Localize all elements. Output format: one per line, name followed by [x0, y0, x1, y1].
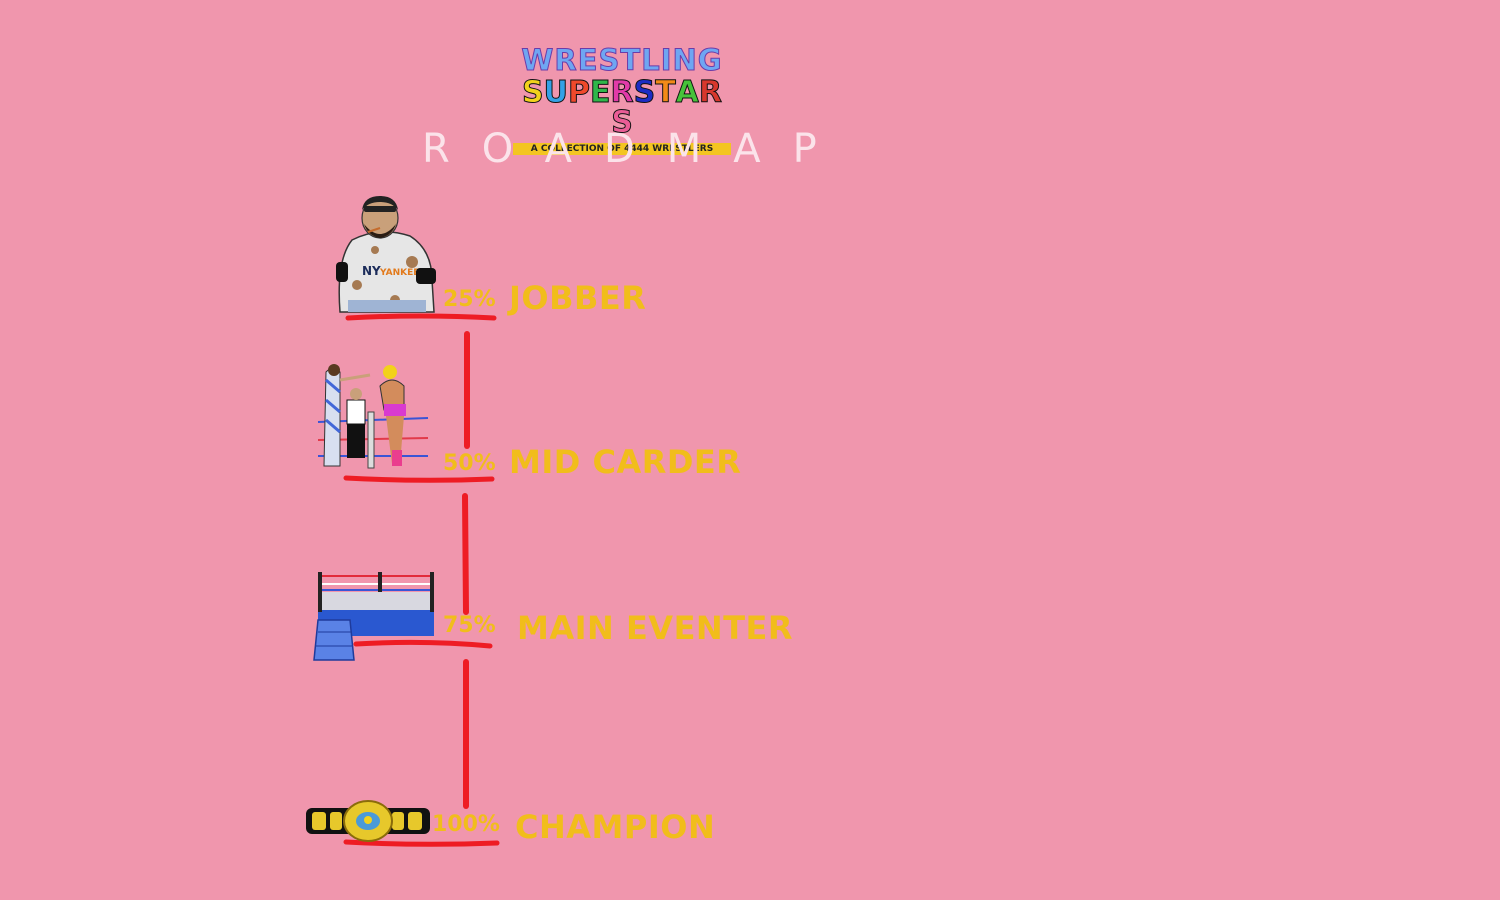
logo-letter: E [589, 75, 611, 110]
logo-tagline: A COLLECTION OF 4444 WRESTLERS [512, 143, 732, 155]
logo-letter: S [522, 75, 545, 110]
logo-letter: S [633, 75, 656, 110]
page-title: ROADMAP [422, 126, 849, 172]
stage-underline-4 [343, 839, 500, 847]
wrestling-ring-icon [313, 572, 434, 661]
logo-subtitle: SUPERSTARS [512, 75, 732, 140]
stage-4-percent: 100% [432, 812, 500, 837]
stage-underline-3 [353, 639, 493, 649]
championship-belt-icon [306, 800, 430, 842]
stage-underline-1 [345, 313, 497, 321]
stage-underline-2 [343, 475, 495, 483]
logo-letter: T [655, 75, 676, 110]
wrestler-portrait-icon: NY YANKEES [336, 196, 436, 313]
stage-3-label: MAIN EVENTER [517, 609, 794, 647]
ring-match-icon [317, 364, 429, 469]
stage-4-label: CHAMPION [515, 808, 716, 846]
logo-letter: U [543, 75, 568, 110]
logo-title: WRESTLING [521, 43, 723, 78]
stage-2-label: MID CARDER [509, 443, 742, 481]
logo-letter: R [610, 75, 634, 110]
stage-1-percent: 25% [443, 287, 496, 312]
logo: WRESTLING SUPERSTARS A COLLECTION OF 444… [512, 42, 732, 155]
svg-text:YANKEES: YANKEES [379, 268, 426, 278]
logo-letter: R [698, 75, 722, 110]
logo-letter: S [611, 105, 634, 140]
logo-letter: A [675, 75, 699, 110]
stage-2-percent: 50% [443, 451, 496, 476]
connector-2 [462, 493, 469, 615]
logo-letter: P [567, 75, 590, 110]
svg-text:NY: NY [362, 264, 381, 278]
stage-1-label: JOBBER [509, 279, 647, 317]
stage-3-percent: 75% [443, 613, 496, 638]
